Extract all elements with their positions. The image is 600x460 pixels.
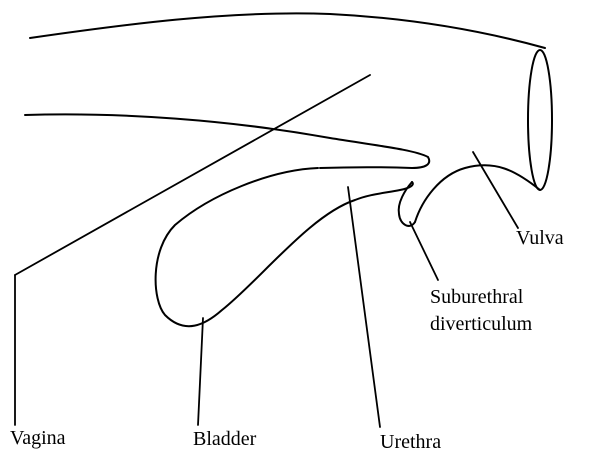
- vestibule-contour: [415, 165, 540, 222]
- bladder-urethra-outline: [156, 168, 413, 326]
- leader-urethra: [348, 187, 380, 427]
- label-diverticulum-line1: Suburethral: [430, 285, 523, 309]
- leader-diverticulum: [410, 222, 438, 280]
- vagina-lower-wall: [25, 114, 429, 168]
- leader-bladder: [198, 318, 203, 425]
- leader-vulva: [473, 152, 518, 228]
- label-vulva: Vulva: [516, 226, 564, 250]
- label-diverticulum-line2: diverticulum: [430, 312, 532, 336]
- diverticulum-pouch: [399, 182, 415, 226]
- vagina-upper-wall: [30, 13, 545, 48]
- leader-vagina: [15, 75, 370, 275]
- label-bladder: Bladder: [193, 427, 256, 451]
- vulva-opening: [528, 50, 552, 190]
- label-urethra: Urethra: [380, 430, 441, 454]
- label-vagina: Vagina: [10, 426, 66, 450]
